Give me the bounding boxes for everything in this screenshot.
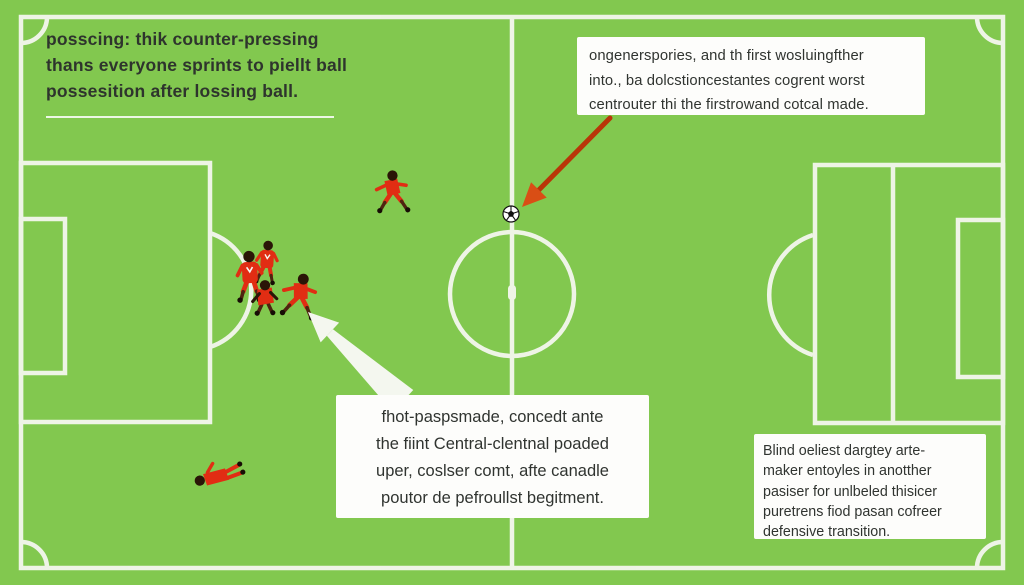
goal-box-left: [18, 216, 68, 376]
red-arrow: [522, 115, 613, 207]
corner-arc-bottom-left: [20, 539, 50, 569]
callout-bottom-right: Blind oeliest dargtey arte- maker entoyl…: [754, 434, 986, 540]
goal-box-right: [955, 217, 1006, 380]
center-circle: [447, 229, 577, 359]
player-crouch: [251, 280, 279, 316]
callout-center: fhot-paspsmade, concedt ante the fiint C…: [336, 395, 649, 518]
white-arrow: [308, 312, 414, 412]
penalty-arc-right: [767, 232, 814, 358]
title-block: posscing: thik counter-pressing thans ev…: [46, 29, 348, 101]
player-target: [279, 273, 318, 321]
center-spot: [508, 285, 516, 300]
corner-arc-bottom-right: [974, 539, 1004, 569]
player-sliding: [194, 461, 246, 486]
scene-layer: [194, 115, 613, 486]
callout-top-right: ongenerspories, and th first wosluingfth…: [577, 37, 925, 115]
soccer-ball: [502, 205, 520, 223]
title-underline: [46, 116, 334, 118]
penalty-arc-left: [209, 230, 254, 350]
player-top-run: [374, 170, 411, 214]
penalty-box-left: [18, 160, 213, 425]
corner-arc-top-left: [20, 16, 50, 46]
corner-arc-top-right: [974, 16, 1004, 46]
penalty-box-right: [812, 162, 1006, 426]
